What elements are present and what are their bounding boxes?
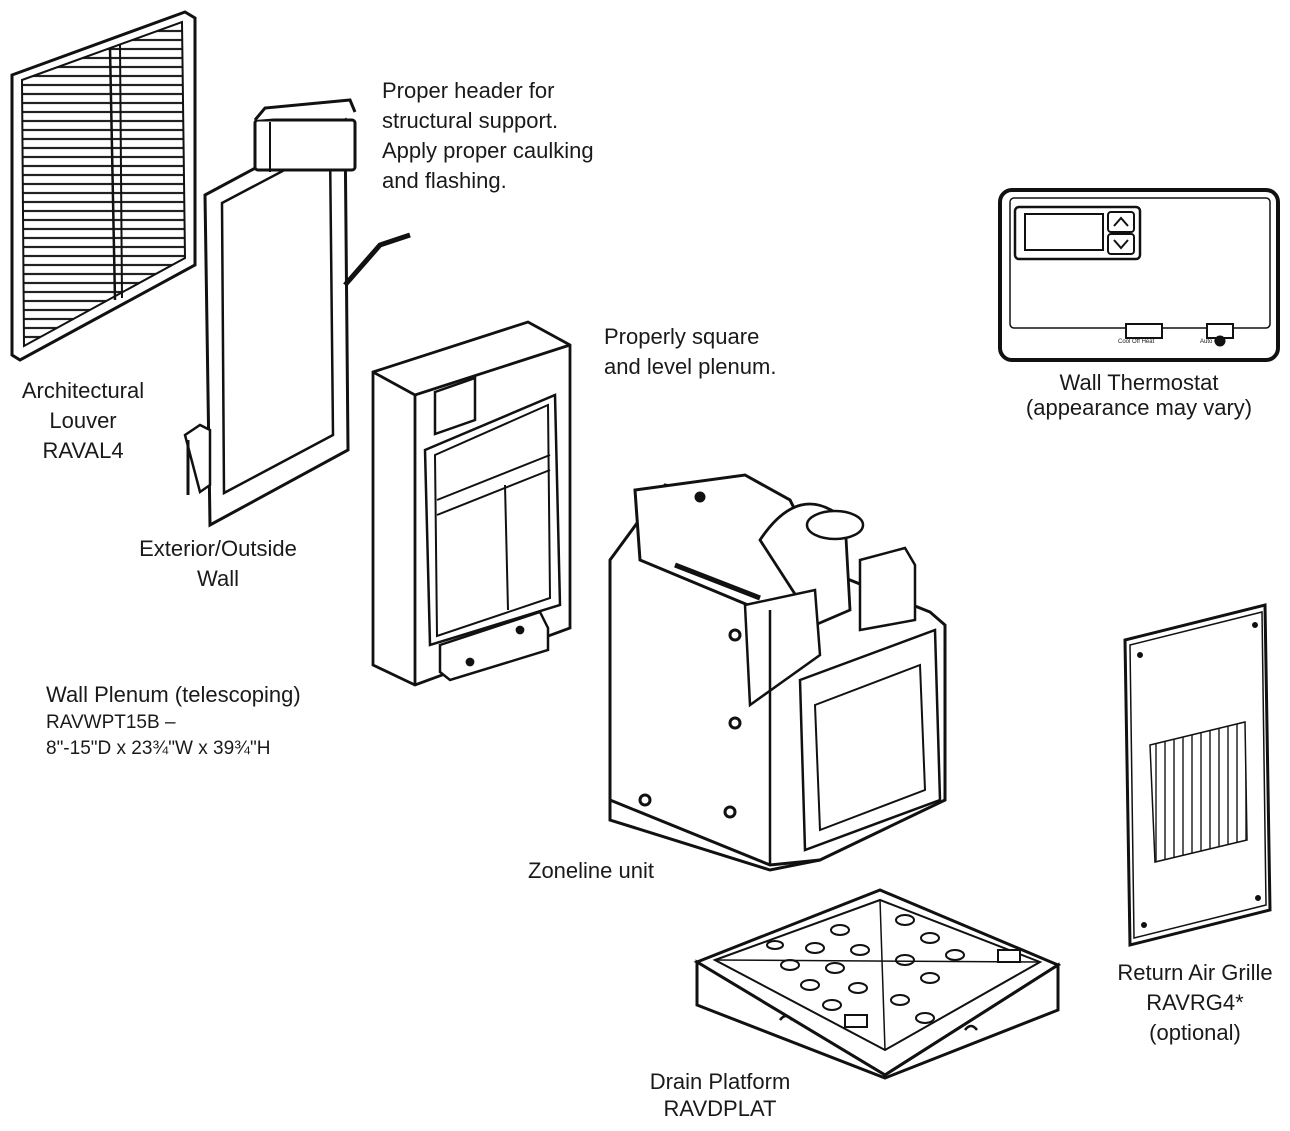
wall-thermostat	[998, 188, 1280, 362]
exterior-wall	[183, 98, 411, 528]
thermostat-mode-switch-label: Cool Off Heat	[1118, 339, 1155, 345]
thermostat-label: Wall Thermostat (appearance may vary)	[1025, 370, 1253, 420]
louver-label: Architectural Louver RAVAL4	[21, 378, 145, 463]
architectural-louver	[10, 10, 197, 362]
plenum-note: Properly square and level plenum.	[604, 324, 777, 379]
wall-plenum	[371, 320, 572, 687]
header-note: Proper header for structural support. Ap…	[382, 78, 594, 193]
return-air-grille-label: Return Air Grille RAVRG4* (optional)	[1117, 960, 1273, 1045]
drain-platform-label: Drain Platform RAVDPLAT	[649, 1069, 791, 1121]
plenum-spec: Wall Plenum (telescoping) RAVWPT15B – 8"…	[46, 682, 301, 759]
thermostat-fan-switch-label: Auto On	[1200, 339, 1223, 345]
drain-platform	[693, 888, 1062, 1080]
zoneline-unit	[608, 473, 947, 872]
zoneline-unit-label: Zoneline unit	[528, 858, 654, 883]
return-air-grille	[1123, 603, 1272, 947]
exterior-wall-label: Exterior/Outside Wall	[139, 536, 297, 591]
